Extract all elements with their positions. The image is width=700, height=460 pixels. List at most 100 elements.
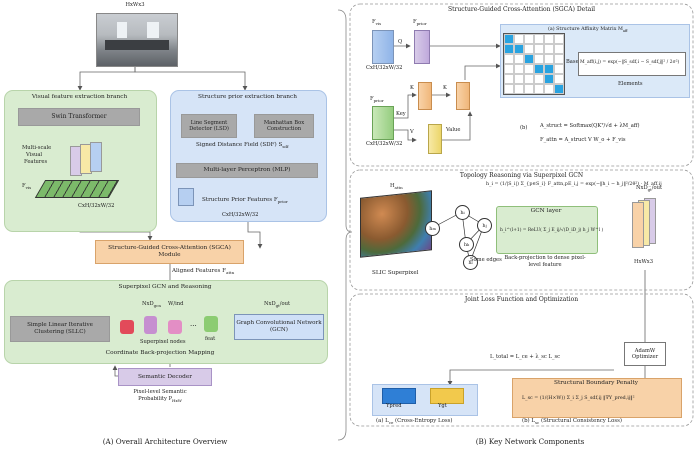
slic-superpixel-cube xyxy=(360,190,432,258)
wind-label: W/ind xyxy=(168,301,184,307)
section-brace xyxy=(337,9,353,441)
formula-m-box xyxy=(578,52,686,76)
feat-label: feat xyxy=(205,336,216,342)
superpixel-nodes-label: Superpixel nodes xyxy=(140,339,186,345)
sgca-module-box: Structure-Guided Cross-Attention (SGCA)M… xyxy=(95,240,244,264)
matrix-cell xyxy=(514,54,524,64)
gcn-layer-title: GCN layer xyxy=(530,208,562,214)
formula-m: M_aff(i,j) = exp(−‖S_sdf,i − S_sdf,j‖² /… xyxy=(580,60,680,65)
node-pink xyxy=(168,320,182,334)
caption-a: (A) Overall Architecture Overview xyxy=(102,437,228,446)
matrix-cell xyxy=(524,44,534,54)
sc-loss-panel xyxy=(512,378,682,418)
b-label: (b) xyxy=(520,125,528,131)
gcn-formula: h_i^(l+1) = ReLU( Σ_j E_ij/√(D_iD_j) h_j… xyxy=(500,228,604,233)
topology-hxw-label: HxWx3 xyxy=(634,259,654,265)
matrix-cell xyxy=(544,64,554,74)
prior-cube-icon xyxy=(178,188,194,206)
arrow-value xyxy=(440,111,473,141)
q-stack xyxy=(414,30,430,64)
matrix-cell xyxy=(504,34,514,44)
matrix-cell xyxy=(554,54,564,64)
matrix-cell xyxy=(544,34,554,44)
matrix-cell xyxy=(534,64,544,74)
gcn-layer-panel xyxy=(496,206,598,254)
structure-branch-title: Structure prior extraction branch xyxy=(197,94,297,100)
output-label-1: Pixel-level Semantic xyxy=(133,389,187,395)
matrix-cell xyxy=(544,84,554,94)
coord-backproj-label: Coordinate Back-projection Mapping xyxy=(105,350,215,356)
value-label: Value xyxy=(446,127,461,133)
topology-nxd-label: NxDgt/out xyxy=(636,185,663,193)
gcn-top-label: NxDgt/out xyxy=(264,301,291,309)
lsc-formula: L_sc = (1/(H×W)) Σ_i Σ_j S_sdf,ij ‖∇Y_pr… xyxy=(522,396,635,401)
matrix-cell xyxy=(524,74,534,84)
node-green xyxy=(204,316,218,332)
input-dims-label: HxWx3 xyxy=(125,2,145,8)
sbp-title: Structural Boundary Penalty xyxy=(553,380,639,386)
arrow-image-to-visual xyxy=(77,65,136,91)
matrix-cell xyxy=(554,34,564,44)
arrow-loss-left xyxy=(447,369,614,386)
k2-label: K xyxy=(443,85,447,91)
formula-astruct: A_struct = Softmax(QKᵀ/√d + λM_aff) xyxy=(540,123,640,129)
output-label-2: Probability PHxW xyxy=(138,396,182,404)
matrix-cell xyxy=(544,54,554,64)
matrix-cell xyxy=(524,64,534,74)
backproj-label-2: level feature xyxy=(528,262,562,268)
mlp-box: Multi-layer Perceptron (MLP) xyxy=(176,163,318,178)
ypred-label: Ypred xyxy=(386,403,402,409)
arrow-key xyxy=(393,92,417,119)
v-label: V xyxy=(410,129,414,135)
gcn-panel-title: Superpixel GCN and Reasoning xyxy=(118,284,212,290)
k2-stack xyxy=(456,82,470,110)
matrix-cell xyxy=(514,34,524,44)
fvis-stack xyxy=(372,30,394,64)
arrow-k-to-matrix xyxy=(464,63,501,80)
prior-features-label: Structure Prior Features Fprior xyxy=(202,197,288,205)
nxd-label: NxDgcn xyxy=(142,301,162,309)
matrix-cell xyxy=(554,74,564,84)
structure-dims-label: CxH/32xW/32 xyxy=(222,212,259,218)
lsc-caption: (b) Lsc (Structural Consistency Loss) xyxy=(522,418,623,426)
multiscale-label-1: Multi-scale xyxy=(22,145,52,151)
output-stack xyxy=(628,198,660,248)
matrix-cell xyxy=(534,84,544,94)
loss-title: Joint Loss Function and Optimization xyxy=(464,296,579,303)
some-edges-label: Some edges xyxy=(470,257,502,263)
node-red xyxy=(120,320,134,334)
input-office-image xyxy=(96,13,178,67)
total-loss-formula: L_total = L_ce + λ_sc L_sc xyxy=(490,354,561,360)
elements-label: Elements xyxy=(618,81,643,87)
detail-fvis-label: Fvis xyxy=(372,19,382,27)
fvis-label: Fvis xyxy=(22,183,32,191)
backproj-label-1: Back-projection to dense pixel- xyxy=(504,255,586,261)
matrix-cell xyxy=(514,74,524,84)
matrix-cell xyxy=(504,64,514,74)
ygt-block xyxy=(430,388,464,404)
matrix-cell xyxy=(514,64,524,74)
matrix-cell xyxy=(534,74,544,84)
matrix-cell xyxy=(554,44,564,54)
detail-fprior-top: Fprior xyxy=(413,19,427,27)
affinity-matrix-grid xyxy=(503,33,565,95)
k-stack xyxy=(418,82,432,110)
topology-title: Topology Reasoning via Superpixel GCN xyxy=(459,172,584,179)
slic-label: SLIC Superpixel xyxy=(372,270,419,276)
topology-panel xyxy=(349,169,694,291)
caption-b: (B) Key Network Components xyxy=(475,437,585,446)
visual-branch-title: Visual feature extraction branch xyxy=(31,94,128,100)
multiscale-label-3: Features xyxy=(24,159,48,165)
matrix-title: (a) Structure Affinity Matrix Maff xyxy=(548,27,628,33)
gcn-box: Graph Convolutional Network(GCN) xyxy=(234,314,324,340)
sdf-label: Signed Distance Field (SDF) Ssdf xyxy=(196,142,289,150)
feature-grid-icon xyxy=(34,180,120,198)
